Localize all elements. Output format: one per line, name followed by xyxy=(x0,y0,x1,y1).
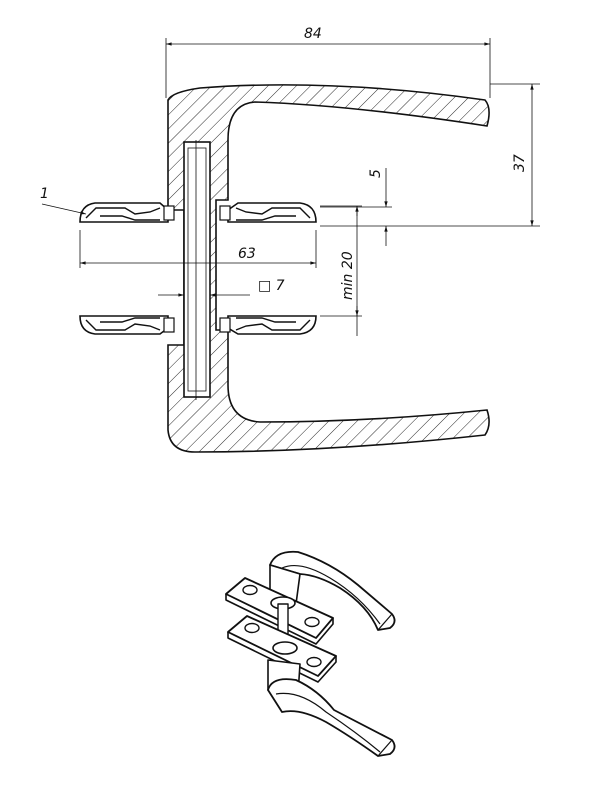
iso-upper-rosette-side xyxy=(225,594,334,645)
rosette-left-lower-detail xyxy=(85,317,161,331)
iso-upper-lever-edge xyxy=(281,565,393,631)
screw-right-upper xyxy=(219,205,231,221)
spindle-inner xyxy=(187,147,207,392)
dim-63-label: 63 xyxy=(238,246,256,262)
rosette-left-upper xyxy=(79,202,169,223)
screw-left-upper xyxy=(163,205,175,221)
iso-lower-lever-edge xyxy=(275,692,393,757)
dim-5-label: 5 xyxy=(368,169,384,178)
iso-lower-screw-1 xyxy=(244,622,260,634)
iso-upper-lever xyxy=(269,550,396,631)
screw-left-lower xyxy=(163,317,175,333)
handle-body-section xyxy=(167,84,490,453)
iso-upper-screw-1 xyxy=(242,584,258,596)
isometric-view xyxy=(225,550,396,757)
rosette-left-upper-detail xyxy=(85,207,161,221)
dim-square7-label: □ 7 xyxy=(258,278,285,294)
dimensions: 84 37 5 63 min 20 □ 7 1 xyxy=(40,26,540,336)
callout-1-label: 1 xyxy=(40,186,49,202)
rosette-right-lower-detail xyxy=(235,317,311,331)
handle-section-view xyxy=(79,84,490,453)
iso-lower-rosette-side xyxy=(227,632,337,683)
rosette-right-upper xyxy=(227,202,317,223)
dim-min20-label: min 20 xyxy=(340,251,356,300)
iso-lower-hub xyxy=(272,641,298,655)
iso-lower-lever xyxy=(267,678,396,757)
rosette-right-upper-detail xyxy=(235,207,311,221)
iso-upper-screw-2 xyxy=(304,616,320,628)
screw-right-lower xyxy=(219,317,231,333)
iso-lower-screw-2 xyxy=(306,656,322,668)
dim-84-label: 84 xyxy=(304,26,322,42)
dim-37-label: 37 xyxy=(512,154,528,172)
